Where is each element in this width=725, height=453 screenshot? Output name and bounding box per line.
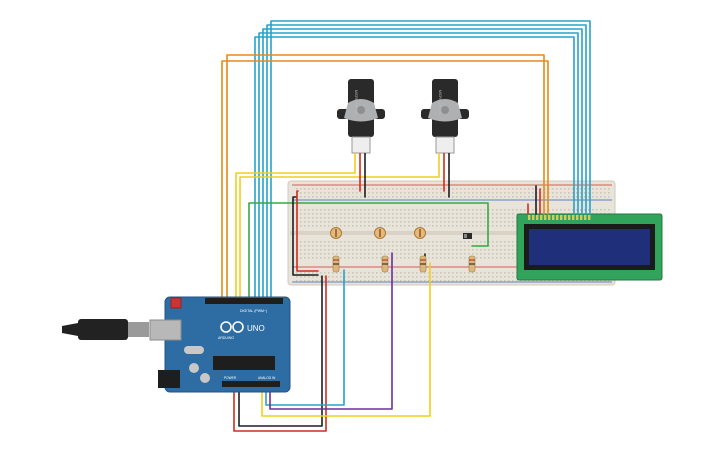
slide-switch[interactable] bbox=[463, 233, 472, 239]
wires bbox=[221, 20, 591, 432]
usb-plug bbox=[78, 319, 128, 340]
analog-label: ANALOG IN bbox=[258, 376, 276, 380]
wire-cyan bbox=[262, 28, 583, 299]
lcd-display[interactable] bbox=[516, 213, 663, 281]
wire-yellow bbox=[239, 172, 440, 299]
servo-left[interactable]: MICRO SERVO bbox=[337, 79, 385, 173]
svg-text:MICRO SERVO: MICRO SERVO bbox=[354, 90, 358, 115]
model-label: UNO bbox=[247, 324, 265, 333]
resistor[interactable] bbox=[468, 255, 476, 273]
wire-purple bbox=[269, 252, 393, 410]
svg-text:MICRO SERVO: MICRO SERVO bbox=[438, 90, 442, 115]
digital-label: DIGITAL (PWM~) bbox=[240, 309, 267, 313]
potentiometer[interactable] bbox=[374, 227, 386, 239]
wire-black bbox=[292, 196, 319, 276]
wire-black bbox=[238, 275, 323, 427]
resistor[interactable] bbox=[419, 255, 427, 273]
wire-cyan bbox=[266, 24, 587, 299]
wire-orange bbox=[221, 60, 549, 299]
wire-cyan bbox=[270, 20, 591, 299]
wire-yellow bbox=[261, 262, 431, 417]
servo-right[interactable]: MICRO SERVO bbox=[421, 79, 469, 173]
wire-yellow bbox=[235, 172, 356, 299]
wire-red bbox=[296, 190, 319, 272]
wire-cyan bbox=[265, 269, 345, 406]
resistor[interactable] bbox=[332, 255, 340, 273]
wire-orange bbox=[226, 54, 545, 299]
digital-header bbox=[205, 298, 283, 304]
lcd-pin-header bbox=[528, 215, 591, 220]
usb-cable bbox=[62, 323, 78, 336]
crystal bbox=[184, 346, 204, 354]
wire-cyan bbox=[254, 36, 575, 299]
wire-red bbox=[233, 275, 327, 432]
usb-connector bbox=[128, 322, 149, 337]
reset-button[interactable] bbox=[170, 297, 182, 309]
potentiometer[interactable] bbox=[414, 227, 426, 239]
lcd-screen bbox=[529, 229, 650, 265]
arduino-logo-icon bbox=[220, 321, 244, 333]
wire-cyan bbox=[258, 32, 579, 299]
capacitor bbox=[189, 363, 199, 373]
capacitor bbox=[200, 373, 210, 383]
brand-label: ARDUINO bbox=[218, 336, 234, 340]
power-label: POWER bbox=[224, 376, 237, 380]
power-jack bbox=[158, 370, 180, 388]
power-analog-header bbox=[222, 381, 280, 387]
wire-green bbox=[248, 202, 489, 299]
arduino-board[interactable]: UNO ARDUINO DIGITAL (PWM~) POWER ANALOG … bbox=[62, 296, 291, 393]
resistor[interactable] bbox=[381, 255, 389, 273]
atmega-chip bbox=[213, 356, 275, 370]
usb-port bbox=[149, 319, 182, 341]
potentiometer[interactable] bbox=[330, 227, 342, 239]
